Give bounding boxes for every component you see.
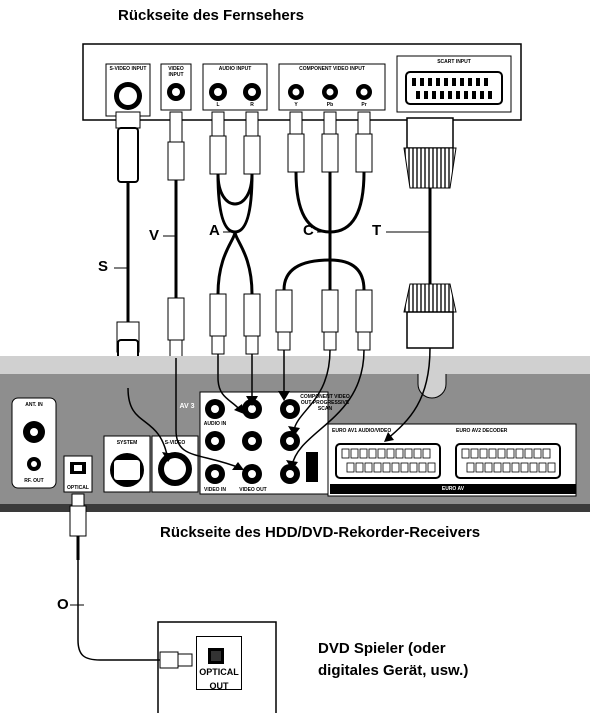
cable-label-t: T	[372, 222, 382, 239]
cable-label-v: V	[149, 227, 160, 244]
dvd-player-caption-line2: digitales Gerät, usw.)	[318, 662, 469, 679]
tv-comp-pb-label: Pb	[326, 102, 334, 108]
rec-rf-out-label: RF. OUT	[24, 478, 44, 484]
dvd-player-caption: DVD Spieler (oder digitales Gerät, usw.)	[318, 638, 468, 682]
cable-optical	[69, 493, 193, 669]
cable-component	[275, 111, 373, 351]
tv-video-label: VIDEO INPUT	[168, 66, 184, 78]
tv-audio-r-label: R	[250, 102, 254, 108]
dvd-player-device	[157, 621, 277, 713]
rec-svideo-label: S-VIDEO	[164, 440, 186, 446]
rec-audio-in-label: AUDIO IN	[203, 421, 227, 427]
rec-video-out-label: VIDEO OUT	[239, 487, 267, 493]
cable-s-video	[115, 111, 141, 389]
recorder-back-panel	[0, 356, 590, 512]
dvd-player-caption-line1: DVD Spieler (oder	[318, 640, 446, 657]
tv-back-panel	[82, 43, 522, 121]
cable-video	[167, 111, 185, 359]
rec-euro-av-label: EURO AV	[441, 486, 465, 492]
tv-back-title: Rückseite des Fernsehers	[118, 7, 304, 24]
cable-label-o: O	[57, 596, 69, 613]
tv-comp-pr-label: Pr	[361, 102, 367, 108]
device-optical-label: OPTICAL	[199, 667, 239, 677]
rec-ant-in-label: ANT. IN	[25, 402, 43, 408]
rec-component-out-label: COMPONENT VIDEO OUT PROGRESSIVE SCAN	[300, 394, 350, 412]
tv-comp-y-label: Y	[294, 102, 298, 108]
tv-audio-l-label: L	[216, 102, 220, 108]
rec-system-label: SYSTEM	[116, 440, 138, 446]
cable-label-c: C	[303, 222, 314, 239]
cable-audio	[209, 111, 261, 355]
device-out-label: OUT	[209, 681, 229, 691]
rec-euro-av1-label: EURO AV1 AUDIO/VIDEO	[332, 428, 392, 434]
cable-scart	[403, 117, 457, 349]
tv-scart-socket-icon	[405, 71, 503, 105]
rec-euro-av2-label: EURO AV2 DECODER	[456, 428, 508, 434]
rec-video-in-label: VIDEO IN	[204, 487, 226, 493]
tv-scart-label: SCART INPUT	[437, 59, 471, 65]
tv-audio-label: AUDIO INPUT	[218, 66, 252, 72]
tv-svideo-label: S-VIDEO INPUT	[109, 66, 147, 72]
device-optical-out-box: OPTICAL OUT	[196, 636, 242, 691]
cable-label-a: A	[209, 222, 220, 239]
cable-label-s: S	[98, 258, 109, 275]
recorder-back-title: Rückseite des HDD/DVD-Rekorder-Receivers	[160, 524, 481, 541]
rec-optical-label: OPTICAL	[67, 485, 89, 491]
rec-av3-label: AV 3	[179, 403, 195, 410]
tv-component-label: COMPONENT VIDEO INPUT	[299, 66, 365, 72]
